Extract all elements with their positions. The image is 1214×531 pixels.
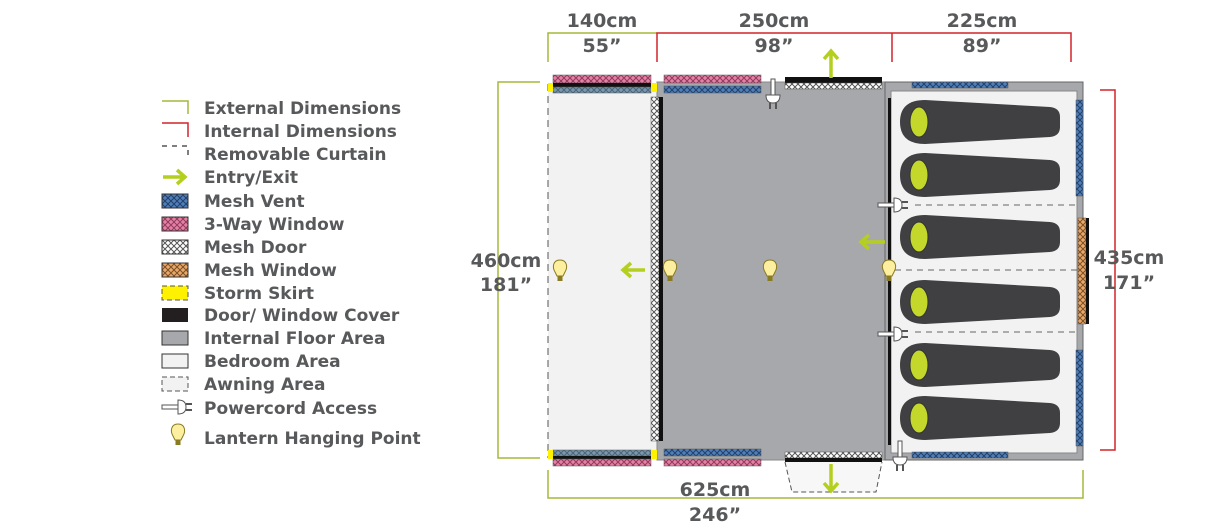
arrow-left-icon [858, 233, 885, 251]
svg-text:98”: 98” [755, 35, 794, 57]
legend: External Dimensions Internal Dimensions … [161, 99, 421, 449]
svg-text:246”: 246” [689, 504, 741, 526]
sleeping-bag [900, 100, 1060, 144]
plug-icon [161, 399, 193, 415]
legend-item-mesh-vent: Mesh Vent [161, 192, 305, 212]
sleeping-bag [900, 343, 1060, 387]
svg-text:171”: 171” [1103, 272, 1155, 294]
svg-text:3-Way Window: 3-Way Window [204, 215, 345, 235]
legend-item-internal-floor-area: Internal Floor Area [161, 329, 385, 349]
sleeping-bag [900, 396, 1060, 440]
legend-item-removable-curtain: Removable Curtain [162, 145, 387, 165]
svg-text:Internal Floor Area: Internal Floor Area [204, 329, 385, 349]
svg-text:55”: 55” [583, 35, 622, 57]
bulb-icon [170, 423, 186, 446]
green-bracket-icon [162, 100, 189, 114]
3-way-window-swatch [161, 216, 189, 232]
svg-text:External Dimensions: External Dimensions [204, 99, 401, 119]
sleeping-bags [900, 100, 1060, 440]
svg-text:Awning Area: Awning Area [204, 375, 326, 395]
svg-text:Door/ Window Cover: Door/ Window Cover [204, 306, 400, 326]
top-wall-features [548, 74, 1009, 94]
svg-text:435cm: 435cm [1094, 247, 1165, 269]
svg-text:460cm: 460cm [471, 250, 542, 272]
legend-item-door-window-cover: Door/ Window Cover [162, 306, 400, 326]
svg-text:625cm: 625cm [680, 479, 751, 501]
dimension-labels: 140cm 55” 250cm 98” 225cm 89” 460cm 181”… [471, 10, 1165, 526]
legend-item-storm-skirt: Storm Skirt [161, 284, 314, 304]
arrow-left-icon [620, 261, 645, 279]
legend-item-external-dimensions: External Dimensions [162, 99, 401, 119]
svg-text:89”: 89” [963, 35, 1002, 57]
svg-text:Mesh Vent: Mesh Vent [204, 192, 305, 212]
awning-swatch [161, 376, 189, 392]
legend-item-mesh-window: Mesh Window [161, 261, 337, 281]
sleeping-bag [900, 280, 1060, 324]
legend-item-internal-dimensions: Internal Dimensions [162, 122, 397, 142]
legend-item-awning-area: Awning Area [161, 375, 326, 395]
svg-text:Internal Dimensions: Internal Dimensions [204, 122, 397, 142]
legend-item-mesh-door: Mesh Door [161, 238, 307, 258]
mesh-vent-swatch [161, 193, 189, 209]
sleeping-bag [900, 215, 1060, 259]
side-wall-features [650, 96, 1089, 447]
mesh-window-swatch [161, 262, 189, 278]
red-bracket-icon [162, 122, 189, 137]
legend-item-powercord-access: Powercord Access [161, 399, 377, 419]
storm-skirt-swatch [161, 285, 189, 301]
bottom-wall-features [548, 448, 1009, 493]
svg-text:Mesh Door: Mesh Door [204, 238, 307, 258]
arrow-down-icon [822, 464, 840, 494]
svg-text:Storm Skirt: Storm Skirt [204, 284, 314, 304]
svg-text:250cm: 250cm [739, 10, 810, 32]
arrow-up-icon [822, 48, 840, 78]
svg-text:Removable Curtain: Removable Curtain [204, 145, 387, 165]
green-arrow-icon [163, 168, 188, 186]
svg-text:Powercord Access: Powercord Access [204, 399, 377, 419]
mesh-door-swatch [161, 239, 189, 255]
floor-swatch [161, 330, 189, 346]
svg-text:Mesh Window: Mesh Window [204, 261, 337, 281]
legend-item-bedroom-area: Bedroom Area [161, 352, 341, 372]
svg-text:225cm: 225cm [947, 10, 1018, 32]
svg-text:Bedroom Area: Bedroom Area [204, 352, 341, 372]
sleeping-bag [900, 153, 1060, 197]
legend-item-entry-exit: Entry/Exit [163, 168, 298, 188]
svg-text:Entry/Exit: Entry/Exit [204, 168, 298, 188]
door-cover-swatch [162, 308, 188, 322]
bedroom-swatch [161, 353, 189, 369]
legend-item-3-way-window: 3-Way Window [161, 215, 345, 235]
removable-curtains [895, 204, 1077, 333]
dashed-line-icon [162, 145, 189, 160]
svg-text:181”: 181” [480, 274, 532, 296]
legend-item-lantern: Lantern Hanging Point [170, 423, 421, 449]
entry-exit-arrows [620, 48, 885, 494]
svg-text:Lantern Hanging Point: Lantern Hanging Point [204, 429, 421, 449]
dimension-lines [497, 32, 1116, 499]
svg-text:140cm: 140cm [567, 10, 638, 32]
